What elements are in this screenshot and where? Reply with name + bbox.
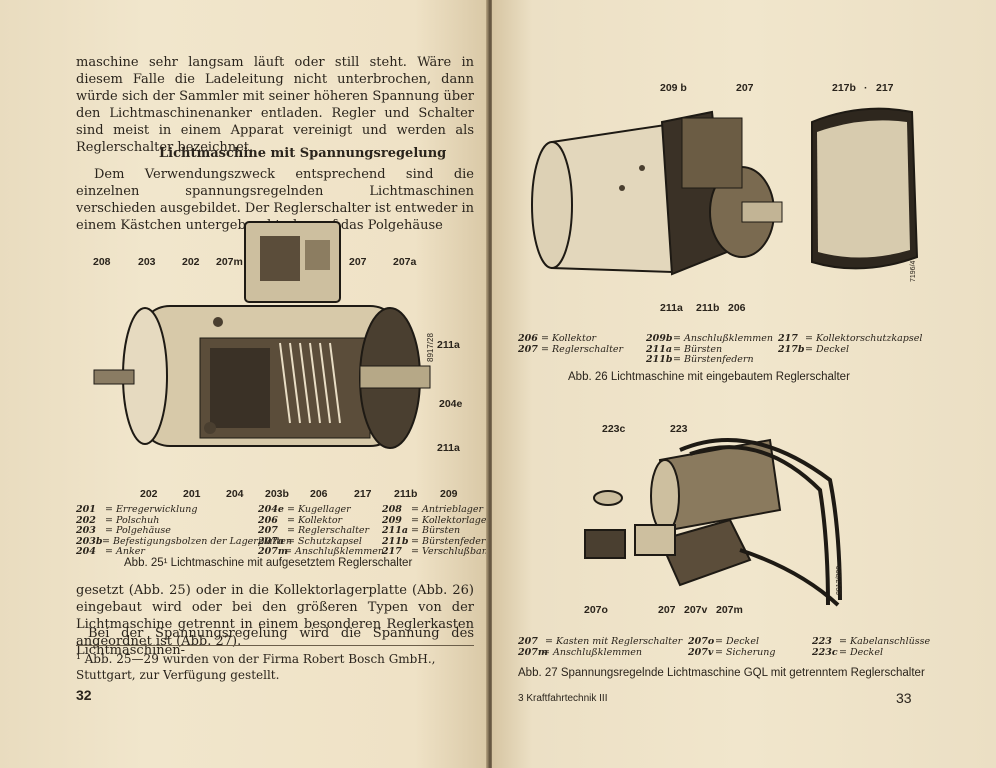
fig27-label-207m: 207m — [716, 604, 743, 616]
fig25-caption: Abb. 25¹ Lichtmaschine mit aufgesetztem … — [124, 557, 413, 569]
fig25-label-211a-lower: 211a — [437, 442, 460, 454]
footnote-divider — [76, 645, 474, 646]
legend-entry: 204e = Kugellager — [258, 504, 351, 515]
legend-entry: 203b= Befestigungsbolzen der Lagerplatte… — [76, 535, 292, 547]
continuation-line: Bei der Spannungsregelung wird die Spann… — [76, 626, 474, 658]
legend-entry: 204 = Anker — [76, 546, 145, 557]
fig26-label-209b: 209 b — [660, 82, 687, 94]
figure-25-illustration — [93, 221, 431, 449]
fig26-stamp: 7196/4 — [910, 260, 917, 282]
fig25-label-201: 201 — [183, 488, 201, 500]
legend-entry: 207o = Deckel — [688, 636, 759, 647]
fig25-label-211a: 211a — [437, 339, 460, 351]
fig27-label-207: 207 — [658, 604, 676, 616]
page-number-left: 32 — [76, 687, 92, 703]
fig27-legend-col3: 223 = Kabelanschlüsse 223c = Deckel — [812, 636, 931, 658]
fig25-label-202: 202 — [182, 256, 200, 268]
fig25-label-217: 217 — [354, 488, 372, 500]
legend-entry: 211a = Bürsten — [382, 525, 461, 536]
legend-entry: 207v = Sicherung — [688, 646, 776, 658]
fig25-label-204: 204 — [226, 488, 244, 500]
section-heading: Lichtmaschine mit Spannungsregelung — [159, 146, 447, 161]
legend-entry: 209b = Anschlußklemmen — [646, 333, 773, 344]
fig27-label-223: 223 — [670, 423, 688, 435]
fig27-stamp: 8917/200 — [836, 565, 843, 595]
fig25-legend-col2: 204e = Kugellager 206 = Kollektor 207 = … — [258, 504, 384, 558]
legend-entry: 207 = Kasten mit Reglerschalter — [518, 636, 683, 647]
fig27-legend-col1: 207 = Kasten mit Reglerschalter 207m= An… — [518, 636, 683, 658]
intro-paragraph: maschine sehr langsam läuft oder still s… — [76, 55, 474, 155]
legend-entry: 211b = Bürstenfedern — [646, 354, 754, 365]
legend-entry: 207a = Schutzkapsel — [258, 535, 362, 547]
fig26-caption: Abb. 26 Lichtmaschine mit eingebautem Re… — [568, 371, 850, 383]
fig26-label-217: 217 — [876, 82, 894, 94]
fig25-label-207a: 207a — [393, 256, 417, 268]
page-number-right: 33 — [896, 690, 912, 706]
fig25-legend-col1: 201 = Erregerwicklung 202 = Polschuh 203… — [76, 504, 292, 558]
legend-entry: 223 = Kabelanschlüsse — [812, 636, 931, 647]
fig26-label-211b: 211b — [696, 302, 720, 314]
fig25-label-203: 203 — [138, 256, 156, 268]
legend-entry: 211b = Bürstenfedern — [382, 535, 488, 547]
legend-entry: 217b = Deckel — [778, 343, 849, 355]
fig26-label-206: 206 — [728, 302, 746, 314]
fig25-label-204e: 204e — [439, 398, 463, 410]
fig27-legend-col2: 207o = Deckel 207v = Sicherung — [688, 636, 776, 658]
legend-entry: 203 = Polgehäuse — [76, 525, 171, 536]
figure-26-illustration — [531, 107, 919, 276]
legend-entry: 223c = Deckel — [812, 646, 883, 658]
fig27-label-207o: 207o — [584, 604, 608, 616]
legend-entry: 207m= Anschlußklemmen — [258, 546, 384, 557]
legend-entry: 207 = Reglerschalter — [518, 343, 624, 355]
fig27-label-223c: 223c — [602, 423, 626, 435]
legend-entry: 206 = Kollektor — [518, 333, 597, 344]
fig26-legend-col1: 206 = Kollektor 207 = Reglerschalter — [518, 333, 624, 355]
right-page: 209 b 207 217b · 217 211a 211b 206 7196/… — [492, 0, 996, 768]
legend-entry: 217 = Kollektorschutzkapsel — [778, 333, 923, 344]
fig26-label-211a: 211a — [660, 302, 683, 314]
legend-entry: 206 = Kollektor — [258, 514, 343, 526]
fig25-label-209: 209 — [440, 488, 458, 500]
legend-entry: 202 = Polschuh — [76, 514, 160, 526]
fig25-label-207m: 207m — [216, 256, 243, 268]
fig25-label-206: 206 — [310, 488, 328, 500]
fig26-legend-col2: 209b = Anschlußklemmen 211a = Bürsten 21… — [646, 333, 773, 366]
legend-entry: 209 = Kollektorlager — [382, 514, 488, 526]
fig25-legend-col3: 208 = Antrieblager 209 = Kollektorlager … — [382, 504, 488, 558]
fig27-label-207v: 207v — [684, 604, 708, 616]
fig25-label-208: 208 — [93, 256, 111, 268]
legend-entry: 211a = Bürsten — [646, 343, 723, 355]
legend-entry: 207 = Reglerschalter — [258, 525, 370, 536]
fig26-label-207: 207 — [736, 82, 754, 94]
footnote: ¹ Abb. 25—29 wurden von der Firma Robert… — [76, 652, 436, 682]
fig25-label-202-bottom: 202 — [140, 488, 158, 500]
left-page: maschine sehr langsam läuft oder still s… — [0, 0, 488, 768]
fig25-stamp: 8917/28 — [426, 333, 435, 362]
legend-entry: 201 = Erregerwicklung — [76, 504, 198, 515]
fig25-label-211b: 211b — [394, 488, 418, 500]
fig26-legend-col3: 217 = Kollektorschutzkapsel 217b = Decke… — [778, 333, 923, 355]
footer-signature: 3 Kraftfahrtechnik III — [518, 693, 608, 704]
book-gutter — [486, 0, 494, 768]
legend-entry: 207m= Anschlußklemmen — [518, 646, 642, 658]
fig26-label-dot: · — [864, 82, 868, 94]
continuation-paragraph: gesetzt (Abb. 25) oder in die Kollektorl… — [76, 583, 474, 649]
figure-27-illustration — [584, 438, 842, 607]
fig25-label-207: 207 — [349, 256, 367, 268]
fig26-label-217b: 217b — [832, 82, 856, 94]
fig25-label-203b: 203b — [265, 488, 289, 500]
fig27-caption: Abb. 27 Spannungsregelnde Lichtmaschine … — [518, 667, 925, 679]
legend-entry: 208 = Antrieblager — [382, 504, 484, 515]
legend-entry: 217 = Verschlußband — [382, 546, 488, 557]
